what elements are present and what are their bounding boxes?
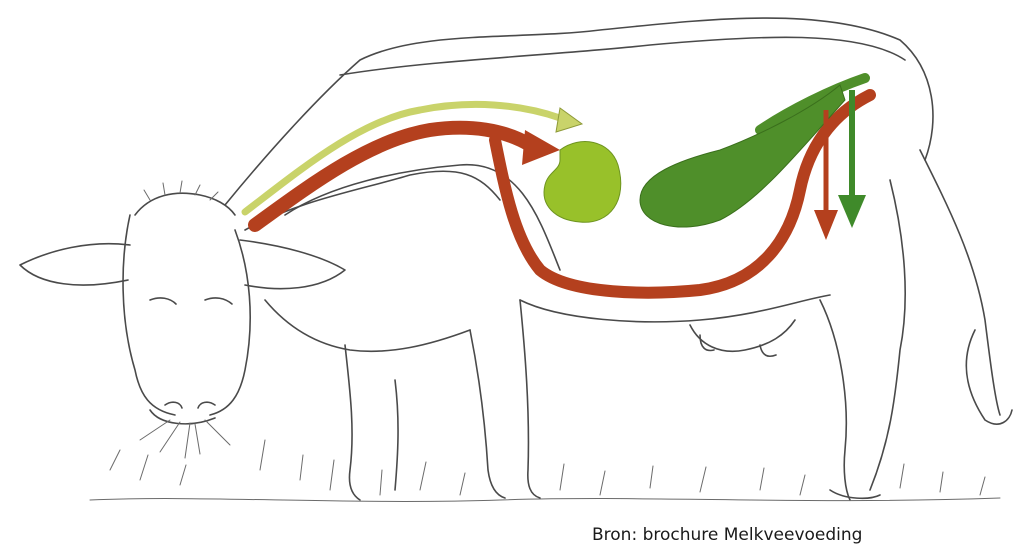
- down-arrow-red-head: [814, 210, 838, 240]
- digestive-flow: [245, 78, 870, 293]
- organ-light: [544, 142, 621, 223]
- cow-outline: [20, 18, 1012, 501]
- source-caption: Bron: brochure Melkveevoeding: [592, 525, 862, 545]
- flow-arrowhead-primary: [522, 130, 560, 165]
- down-arrow-green-head: [838, 195, 866, 228]
- flow-arrowhead-secondary: [556, 108, 582, 132]
